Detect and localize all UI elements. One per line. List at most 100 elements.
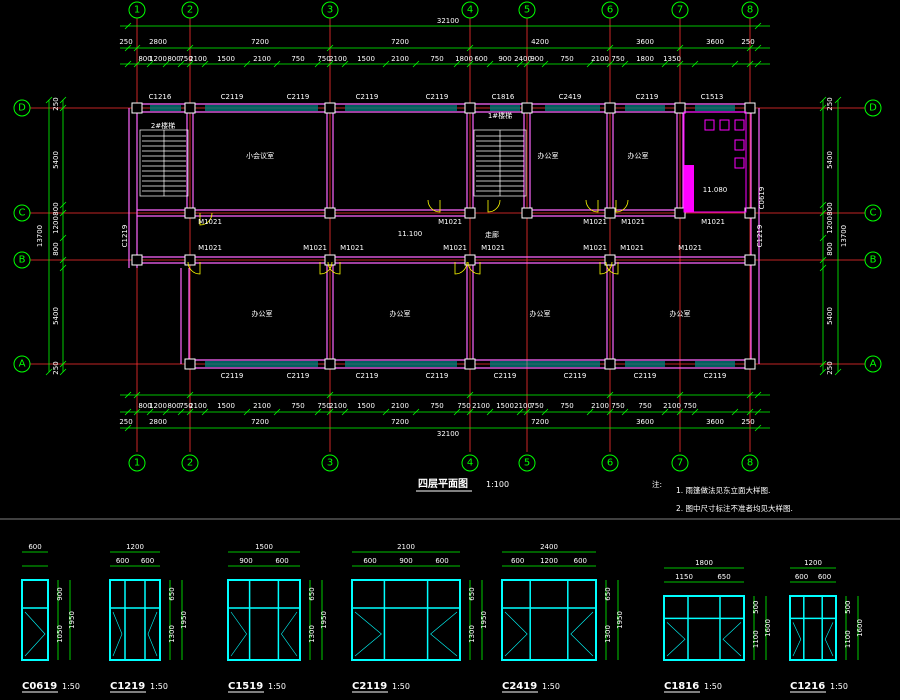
dim-tick: [754, 391, 762, 399]
window-scale: 1:50: [830, 682, 848, 691]
detail-dimension: 2100: [391, 55, 409, 63]
detail-dimension: 1500: [217, 55, 235, 63]
window-name: C1219: [110, 681, 145, 692]
axis-bubble: [741, 454, 759, 472]
window-opening: [24, 611, 46, 657]
window-label-bottom: C2119: [287, 372, 310, 380]
dim-tick: [819, 256, 827, 264]
detail-dimension: 800: [167, 402, 180, 410]
window-scale: 1:50: [704, 682, 722, 691]
dim-tick: [59, 104, 67, 112]
walls: [128, 103, 760, 369]
detail-dimension: 1500: [496, 402, 514, 410]
column: [464, 254, 476, 266]
dim-tick: [541, 408, 549, 416]
dim-tick: [754, 44, 762, 52]
columns: [131, 102, 756, 370]
room-label: 办公室: [390, 309, 411, 318]
height-total: 1600: [856, 619, 864, 637]
height-part: 500: [844, 601, 852, 614]
axis-bubble: [864, 204, 882, 222]
dim-tick: [186, 44, 194, 52]
dim-tick: [177, 60, 185, 68]
column: [131, 102, 143, 114]
dim-tick: [731, 60, 739, 68]
axis-label: D: [869, 103, 877, 114]
axis-label: A: [870, 359, 877, 370]
elevation-1: 11.100: [398, 230, 423, 238]
side-dimension: 1200: [52, 216, 60, 234]
height-total: 1950: [480, 611, 488, 629]
door-label: M1021: [481, 244, 505, 252]
door-swing: [319, 261, 333, 275]
axis-label: 3: [327, 458, 333, 469]
axis-bubble: [128, 1, 146, 19]
stair-1-label: 2#楼梯: [151, 121, 175, 130]
axis-bubble: [864, 99, 882, 117]
dim-tick: [586, 408, 594, 416]
detail-dimension: 900: [498, 55, 511, 63]
width-part: 650: [717, 573, 730, 581]
dim-tick: [412, 408, 420, 416]
dim-tick: [819, 360, 827, 368]
detail-dimension: 2100: [591, 402, 609, 410]
window-label-bottom: C2119: [704, 372, 727, 380]
axis-bubble: [321, 1, 339, 19]
dim-tick: [124, 60, 132, 68]
detail-dimension: 750: [179, 402, 192, 410]
dim-tick: [243, 60, 251, 68]
dim-tick: [45, 96, 53, 104]
window-scale: 1:50: [150, 682, 168, 691]
window-label-bottom: C2119: [634, 372, 657, 380]
dim-tick: [453, 408, 461, 416]
axis-label: C: [870, 208, 877, 219]
axis-bubble: [864, 251, 882, 269]
toilet-fill: [684, 165, 694, 212]
detail-dimension: 800: [167, 55, 180, 63]
detail-dimension: 750: [317, 55, 330, 63]
dim-tick: [124, 22, 132, 30]
door-label: M1021: [701, 218, 725, 226]
dim-tick: [124, 424, 132, 432]
dim-tick: [314, 60, 322, 68]
detail-dimension: 750: [291, 402, 304, 410]
dim-tick: [523, 408, 531, 416]
column: [521, 207, 533, 219]
dim-tick: [124, 44, 132, 52]
dim-tick: [59, 368, 67, 376]
window-opening: [722, 622, 742, 657]
axis-label: 4: [467, 458, 473, 469]
dim-tick: [586, 60, 594, 68]
width-total: 1500: [255, 543, 273, 551]
dim-tick: [162, 408, 170, 416]
detail-dimension: 800: [138, 55, 151, 63]
column: [744, 254, 756, 266]
room-label: 办公室: [530, 309, 551, 318]
door-label: M1021: [198, 244, 222, 252]
axis-label: 5: [524, 5, 530, 16]
detail-dimension: 1500: [357, 402, 375, 410]
doors: [187, 199, 629, 275]
height-part: 650: [604, 587, 612, 600]
door-label: M1021: [438, 218, 462, 226]
axis-label: 6: [607, 5, 613, 16]
detail-dimension: 750: [179, 55, 192, 63]
room-label: 办公室: [252, 309, 273, 318]
dim-tick: [746, 391, 754, 399]
detail-dimension: 750: [457, 402, 470, 410]
window-frame: [663, 595, 745, 661]
dim-tick: [162, 60, 170, 68]
axis-label: 4: [467, 5, 473, 16]
detail-dimension: 750: [530, 402, 543, 410]
dim-tick: [746, 60, 754, 68]
side-dimension: 800: [52, 202, 60, 215]
window-label-bottom: C2119: [426, 372, 449, 380]
window-scale: 1:50: [392, 682, 410, 691]
window-label-top: C1513: [701, 93, 724, 101]
dim-tick: [59, 209, 67, 217]
